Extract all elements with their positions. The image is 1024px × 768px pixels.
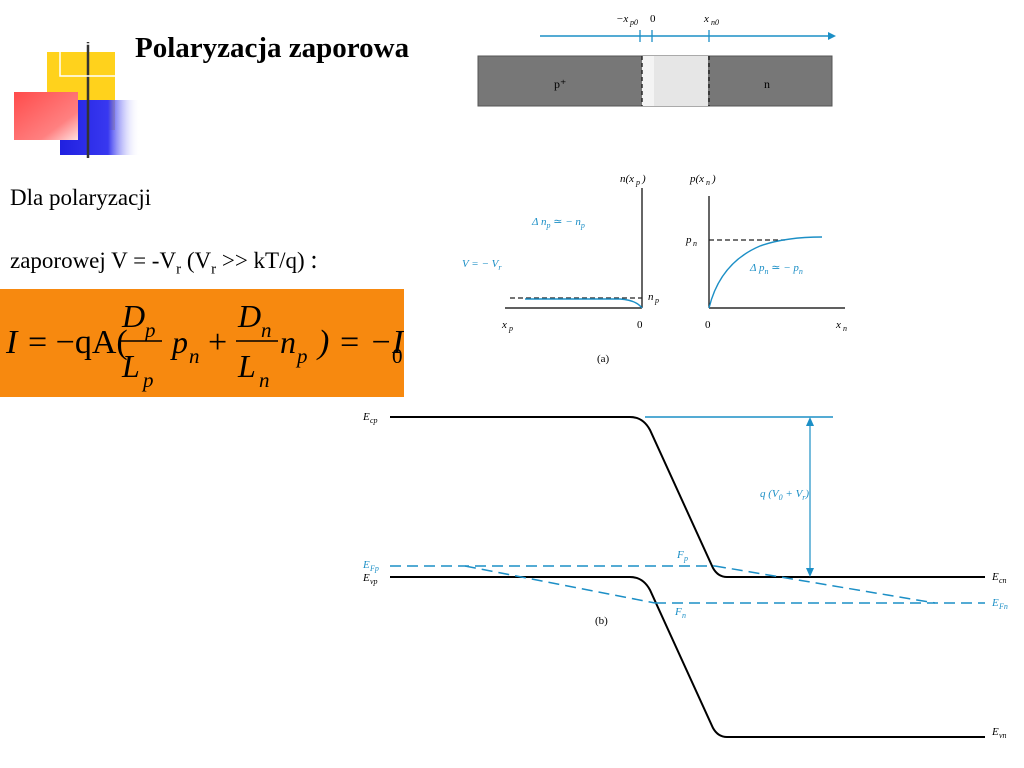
svg-text:vp: vp [370, 577, 378, 586]
formula-den1-sub: p [141, 368, 154, 392]
formula-lhs: I [5, 324, 19, 361]
np-curve [525, 298, 643, 309]
formula-den1: L [121, 348, 140, 384]
svg-text:−x: −x [616, 13, 628, 25]
conduction-band [390, 416, 985, 578]
region-n-label: n [764, 77, 770, 91]
formula-eq1: = −qA( [28, 324, 128, 361]
svg-text:n: n [843, 324, 847, 333]
svg-text:E: E [991, 571, 999, 583]
svg-text:0: 0 [650, 13, 656, 25]
red-square [14, 92, 78, 140]
caption-b: (b) [595, 615, 608, 627]
axis-arrow [828, 32, 836, 40]
svg-text:F: F [674, 606, 682, 618]
svg-text:n: n [682, 611, 686, 620]
svg-text:n0: n0 [711, 18, 719, 27]
svg-text:Fp: Fp [369, 564, 379, 573]
text-line-1: Dla polaryzacji [10, 185, 152, 210]
svg-text:p: p [685, 234, 692, 246]
svg-text:n: n [648, 291, 654, 303]
formula-close-sub: 0 [392, 344, 403, 368]
valence-band [390, 576, 985, 738]
svg-text:Fn: Fn [998, 602, 1008, 611]
caption-a: (a) [597, 353, 610, 365]
formula-box: I = −qA( D p L p p n + D n L n n p ) = −… [0, 289, 405, 397]
svg-text:cn: cn [999, 576, 1007, 585]
bias-voltage-label: V = − Vr [462, 258, 502, 272]
carrier-plot: n(x p ) p(x n ) n p p n x p 0 0 x n Δ np… [462, 173, 847, 365]
svg-text:E: E [991, 726, 999, 738]
svg-text:cp: cp [370, 416, 378, 425]
svg-text:E: E [362, 559, 370, 571]
formula-num1: D [121, 298, 145, 334]
delta-pn-label: Δ pn ≃ − pn [749, 262, 803, 276]
band-diagram: E cp E Fp E vp E cn E Fn E vn F p F n q … [362, 411, 1008, 740]
svg-text:E: E [362, 411, 370, 423]
svg-text:x: x [501, 319, 507, 331]
svg-text:p(x: p(x [689, 173, 704, 185]
quasi-fermi-p [714, 565, 936, 604]
formula-term1: p [170, 324, 188, 360]
formula-plus: + [208, 324, 227, 361]
formula-term1-sub: n [189, 344, 200, 368]
svg-text:): ) [711, 173, 716, 185]
svg-text:n(x: n(x [620, 173, 634, 185]
junction-diagram: −x p0 0 x n0 p⁺ n [477, 13, 836, 107]
formula-num2-sub: n [261, 318, 272, 342]
svg-text:p0: p0 [629, 18, 638, 27]
formula-close: ) = −I [316, 324, 404, 361]
barrier-label: q (V0 + Vr) [760, 488, 809, 502]
formula-num2: D [237, 298, 261, 334]
formula-num1-sub: p [143, 318, 156, 342]
svg-text:E: E [991, 597, 999, 609]
slide-logo-decoration [14, 42, 358, 158]
formula-term2-sub: p [295, 344, 308, 368]
svg-text:n: n [706, 178, 710, 187]
svg-text:x: x [703, 13, 709, 25]
svg-text:): ) [641, 173, 646, 185]
white-outline-square [59, 43, 121, 77]
text-line-2: zaporowej V = -Vr (Vr >> kT/q) : [10, 245, 318, 278]
svg-text:vn: vn [999, 731, 1007, 740]
formula-term2: n [280, 324, 296, 360]
svg-text:p: p [683, 554, 688, 563]
page-title: Polaryzacja zaporowa [135, 32, 410, 64]
svg-text:0: 0 [705, 319, 711, 331]
svg-text:n: n [693, 239, 697, 248]
current-formula: I = −qA( D p L p p n + D n L n n p ) = −… [5, 298, 405, 392]
svg-text:F: F [676, 549, 684, 561]
pn-curve [708, 236, 823, 309]
svg-text:E: E [362, 572, 370, 584]
quasi-fermi-n [464, 565, 656, 604]
formula-den2-sub: n [259, 368, 270, 392]
svg-text:0: 0 [637, 319, 643, 331]
svg-text:p: p [654, 296, 659, 305]
svg-text:p: p [508, 324, 513, 333]
svg-text:p: p [635, 178, 640, 187]
svg-text:x: x [835, 319, 841, 331]
delta-np-label: Δ np ≃ − np [531, 216, 585, 230]
formula-den2: L [237, 348, 256, 384]
region-p-label: p⁺ [554, 77, 566, 91]
